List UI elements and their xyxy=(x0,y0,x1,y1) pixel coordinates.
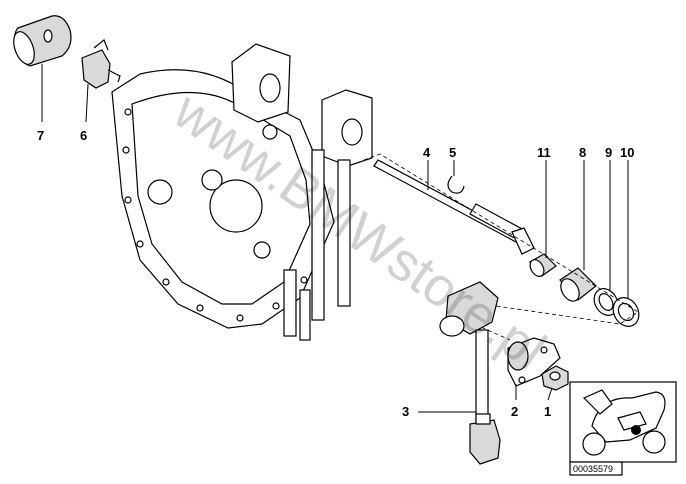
part-2-bracket xyxy=(507,337,561,387)
callout-labels: 7 6 4 5 11 8 9 10 3 2 1 xyxy=(37,128,634,419)
callout-5: 5 xyxy=(449,145,456,160)
callout-9: 9 xyxy=(605,145,612,160)
gearbox-housing xyxy=(111,43,373,341)
part-6-clip xyxy=(81,39,121,89)
motorcycle-inset: 00035579 xyxy=(569,381,677,476)
callout-10: 10 xyxy=(620,145,634,160)
callout-2: 2 xyxy=(511,404,518,419)
callout-3: 3 xyxy=(402,404,409,419)
part-3-selector xyxy=(439,281,501,465)
part-10-seal xyxy=(612,297,640,327)
callout-1: 1 xyxy=(544,404,551,419)
part-1-nut xyxy=(541,365,569,391)
leader-lines xyxy=(41,64,629,413)
part-11-bushing xyxy=(529,253,557,277)
callout-6: 6 xyxy=(80,128,87,143)
callout-7: 7 xyxy=(37,128,44,143)
part-4-shaft xyxy=(373,159,535,255)
callout-4: 4 xyxy=(423,145,431,160)
part-9-ring xyxy=(593,288,619,316)
callout-8: 8 xyxy=(579,145,586,160)
part-7-sleeve xyxy=(13,15,72,67)
part-8-sleeve xyxy=(559,267,597,302)
location-marker xyxy=(631,425,641,435)
diagram-code: 00035579 xyxy=(573,464,613,474)
part-5-circlip xyxy=(447,175,465,194)
callout-11: 11 xyxy=(537,145,551,160)
